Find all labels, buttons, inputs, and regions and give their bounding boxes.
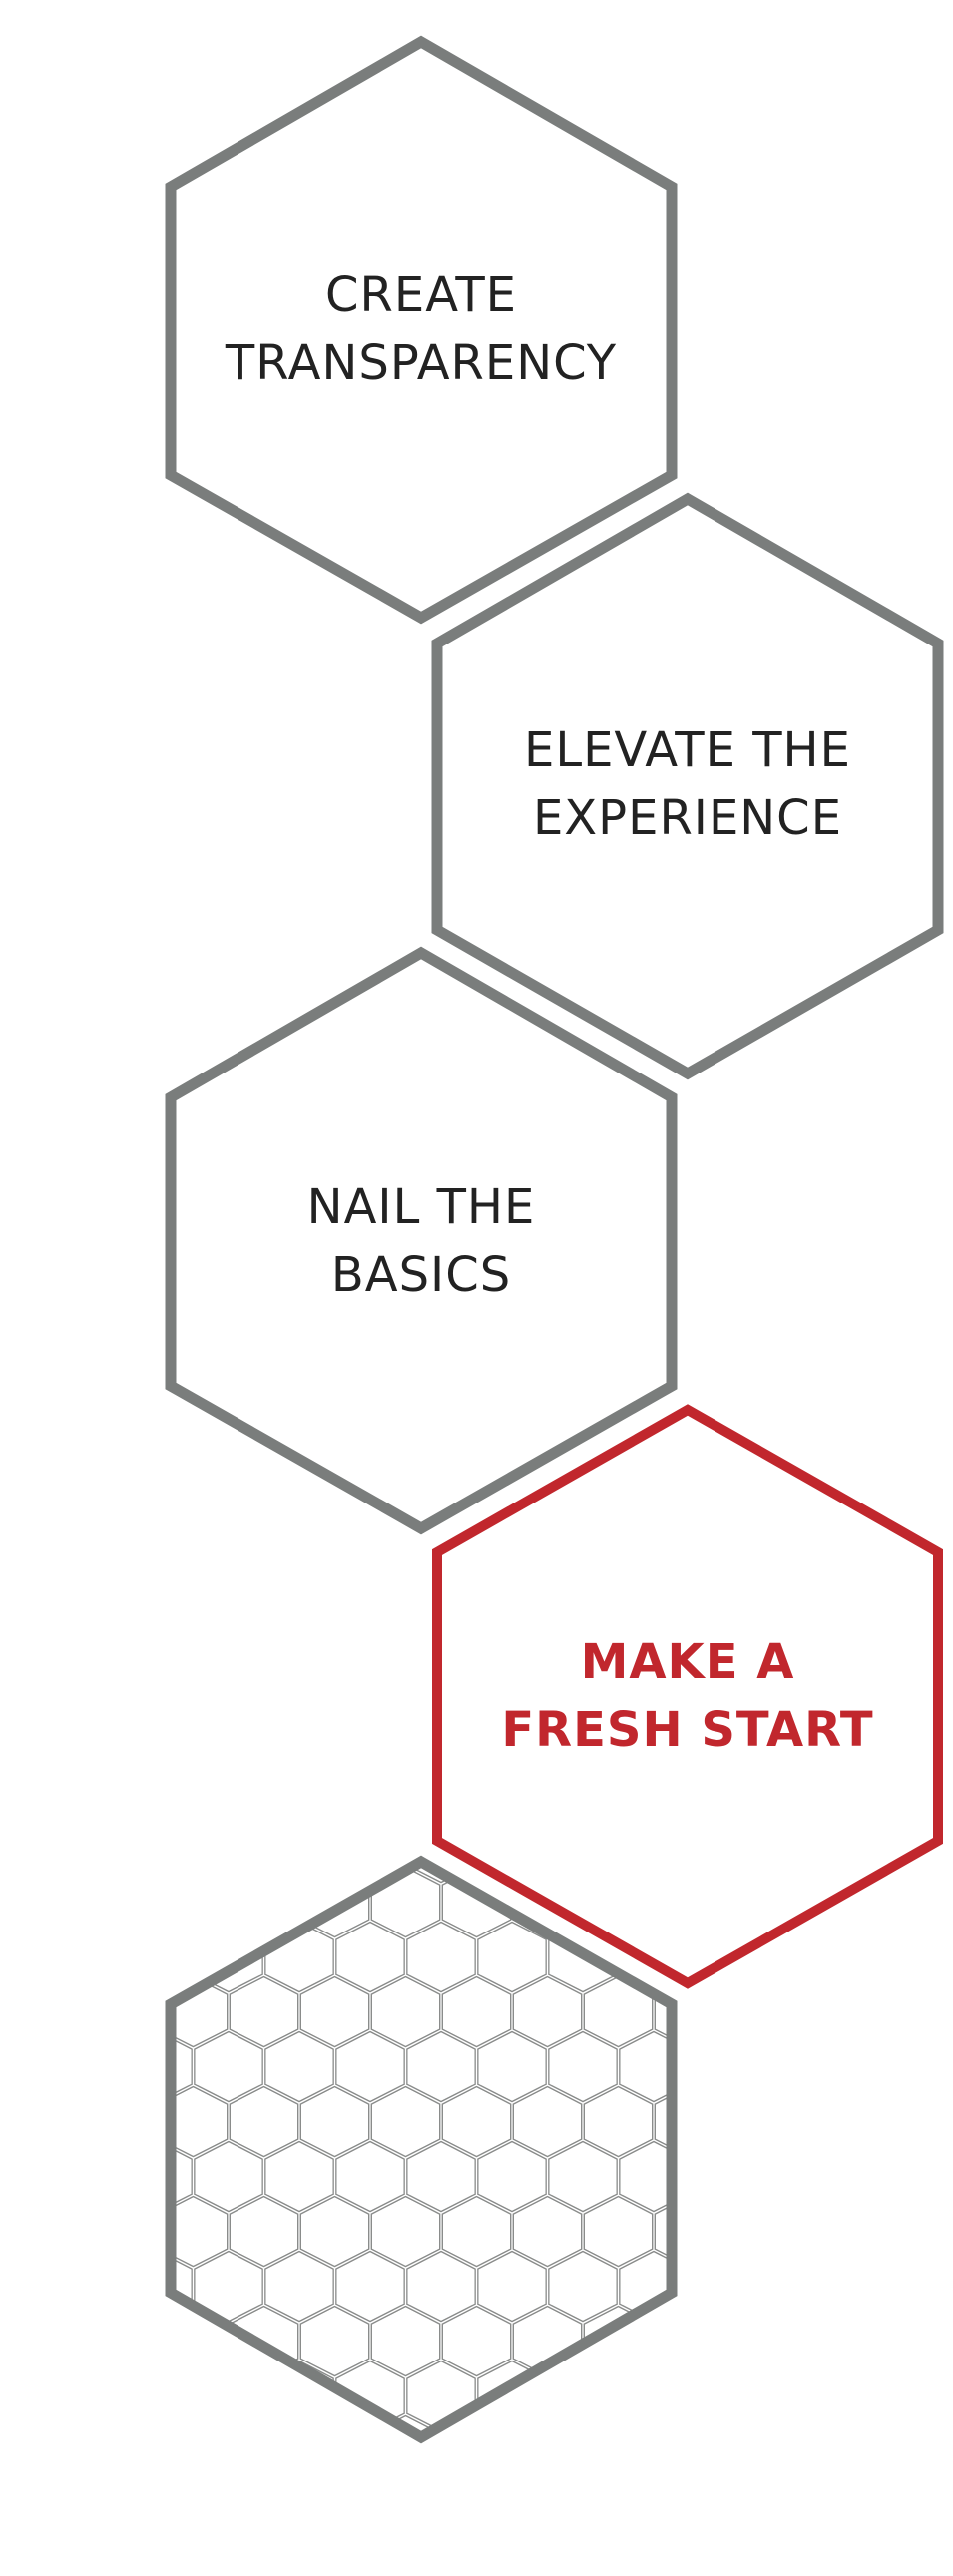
step-line: TRANSPARENCY [225,335,618,391]
hexagon-honeycomb [165,1855,678,2444]
hexagon-create-transparency [165,35,678,625]
step-line: EXPERIENCE [532,790,843,846]
step-line: BASICS [330,1247,512,1303]
step-label-elevate-experience: ELEVATE THE EXPERIENCE [478,716,897,852]
step-line: ELEVATE THE [524,722,851,778]
honeycomb-pattern [171,1862,672,2437]
step-line: CREATE [325,267,517,323]
hexagon-fresh-start [432,1404,943,1989]
step-line: FRESH START [501,1702,874,1758]
step-line: MAKE A [580,1634,795,1690]
hexagon-nail-basics [165,946,678,1535]
step-label-create-transparency: CREATE TRANSPARENCY [212,261,631,397]
hexagon-elevate-experience [431,492,944,1080]
step-label-fresh-start: MAKE A FRESH START [478,1628,897,1764]
step-line: NAIL THE [306,1179,536,1235]
step-label-nail-basics: NAIL THE BASICS [212,1173,631,1309]
